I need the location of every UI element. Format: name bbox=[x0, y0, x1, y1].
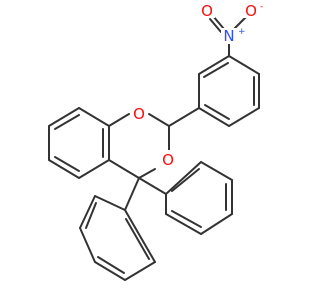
bond-ph-r-3 bbox=[200, 213, 233, 235]
bond-ph-l-1 bbox=[94, 195, 126, 211]
bond-bz-6 bbox=[78, 107, 110, 127]
bond-o-bottom-c4 bbox=[138, 168, 156, 179]
atom-nitro-n: N bbox=[223, 27, 234, 45]
bond-ph-l-inner-3 bbox=[125, 218, 150, 260]
atom-nitro-o-left: O bbox=[201, 2, 213, 20]
bonds bbox=[48, 15, 260, 281]
atom-labels: N + O O - O O bbox=[131, 2, 263, 169]
bond-c4-ph-right bbox=[138, 177, 167, 195]
bond-ph-r-2 bbox=[165, 213, 202, 235]
atom-ring-o-bottom: O bbox=[162, 151, 174, 169]
bond-np-3 bbox=[198, 107, 230, 127]
bond-c2-o-top bbox=[148, 113, 170, 127]
bond-ph-l-5 bbox=[124, 261, 156, 281]
bond-ph-l-4 bbox=[94, 261, 126, 281]
bond-ph-r-inner-3 bbox=[171, 168, 200, 192]
bond-n-o-left-double bbox=[209, 18, 222, 33]
bond-np-inner-2 bbox=[204, 104, 230, 120]
bond-bz-5 bbox=[48, 107, 80, 127]
bond-bz-2 bbox=[78, 159, 110, 179]
bond-ph-l-inner-1 bbox=[85, 202, 97, 229]
atom-ring-o-top: O bbox=[133, 105, 145, 123]
bond-o-top-fused bbox=[108, 113, 130, 127]
bond-np-inner-1 bbox=[203, 62, 229, 78]
bond-np-4 bbox=[228, 107, 260, 127]
bond-ph-r-inner-1 bbox=[171, 210, 202, 228]
bond-ph-l-inner-2 bbox=[97, 256, 125, 274]
bond-c4-ph-left bbox=[124, 177, 140, 211]
molecule-diagram: N + O O - O O bbox=[48, 2, 263, 281]
bond-c4-fused bbox=[108, 159, 140, 179]
bond-np-1 bbox=[198, 55, 230, 75]
bond-ph-r-5 bbox=[200, 161, 233, 181]
charge-minus: - bbox=[260, 2, 263, 12]
bond-bz-inner-3 bbox=[54, 114, 80, 130]
bond-np-6 bbox=[228, 55, 260, 75]
bond-bz-3 bbox=[48, 159, 80, 179]
bond-n-o-right bbox=[233, 16, 247, 30]
atom-nitro-o-right: O bbox=[245, 2, 257, 20]
bond-ph-l-3 bbox=[79, 227, 96, 263]
bond-ph-l-2 bbox=[79, 195, 96, 229]
bond-ph-r-6 bbox=[165, 161, 202, 195]
charge-plus: + bbox=[238, 27, 246, 37]
bond-ph-l-6 bbox=[124, 209, 156, 263]
bond-bz-inner-2 bbox=[54, 156, 80, 172]
bond-n-o-left bbox=[212, 15, 225, 30]
bond-c2-aryl bbox=[168, 107, 200, 127]
